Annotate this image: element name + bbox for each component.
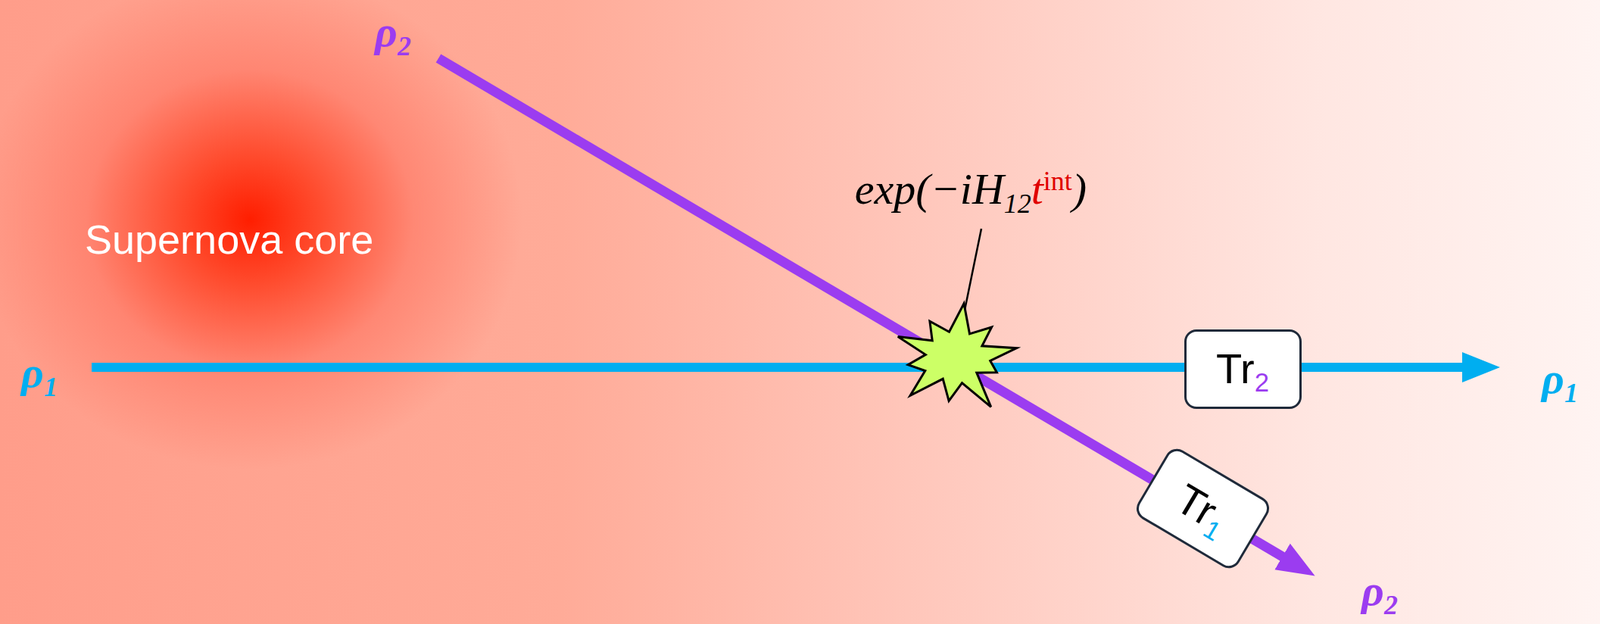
- trace-label: Tr1: [1167, 474, 1238, 543]
- trace-label: Tr2: [1216, 345, 1270, 393]
- density-matrix-label: ρ1: [21, 348, 58, 397]
- trace-box: Tr2: [1184, 329, 1302, 409]
- region-label: Supernova core: [84, 217, 374, 262]
- density-matrix-label: ρ1: [1541, 354, 1579, 403]
- interaction-burst: [898, 303, 1017, 408]
- density-matrix-label: ρ2: [1361, 566, 1398, 615]
- trace-box: Tr1: [1132, 443, 1274, 572]
- density-matrix-label: ρ2: [374, 7, 412, 57]
- evolution-operator: exp(−iH12tint): [854, 165, 1087, 214]
